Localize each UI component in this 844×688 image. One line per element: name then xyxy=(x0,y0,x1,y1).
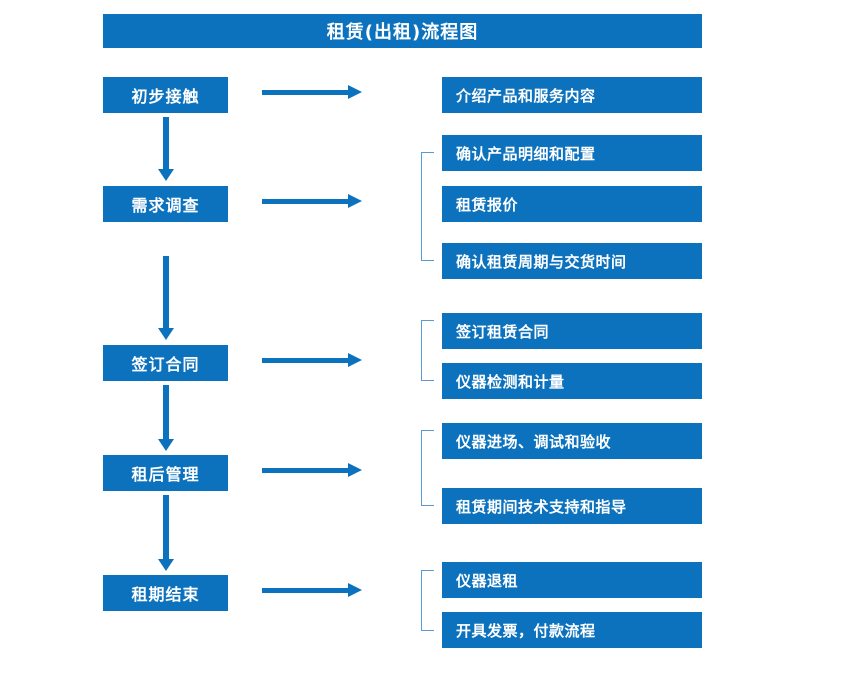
detail-box-2-3[interactable]: 确认租赁周期与交货时间 xyxy=(442,243,702,279)
detail-box-3-1[interactable]: 签订租赁合同 xyxy=(442,313,702,349)
arrow-shaft xyxy=(262,588,350,593)
arrow-head xyxy=(348,583,362,597)
stage-arrow-right-1 xyxy=(262,85,362,99)
stage-arrow-down-1 xyxy=(158,117,174,181)
arrow-head xyxy=(348,85,362,99)
stage-arrow-right-2 xyxy=(262,194,362,208)
detail-box-2-2[interactable]: 租赁报价 xyxy=(442,186,702,222)
stage-arrow-down-2 xyxy=(158,256,174,340)
detail-box-5-2[interactable]: 开具发票，付款流程 xyxy=(442,612,702,648)
arrow-shaft xyxy=(262,199,350,204)
stage-arrow-right-3 xyxy=(262,353,362,367)
arrow-head xyxy=(158,328,174,340)
group-bracket-4 xyxy=(421,430,434,506)
stage-box-2[interactable]: 需求调查 xyxy=(103,186,228,222)
detail-box-5-1[interactable]: 仪器退租 xyxy=(442,562,702,598)
arrow-head xyxy=(348,463,362,477)
stage-arrow-right-4 xyxy=(262,463,362,477)
stage-arrow-down-3 xyxy=(158,385,174,451)
group-bracket-2 xyxy=(421,152,434,261)
detail-box-3-2[interactable]: 仪器检测和计量 xyxy=(442,363,702,399)
arrow-shaft xyxy=(163,117,169,169)
arrow-shaft xyxy=(163,495,169,559)
detail-box-4-2[interactable]: 租赁期间技术支持和指导 xyxy=(442,488,702,524)
stage-arrow-right-5 xyxy=(262,583,362,597)
arrow-shaft xyxy=(163,385,169,439)
arrow-head xyxy=(158,559,174,571)
arrow-head xyxy=(348,194,362,208)
arrow-head xyxy=(158,439,174,451)
detail-box-1-1[interactable]: 介绍产品和服务内容 xyxy=(442,77,702,113)
stage-box-3[interactable]: 签订合同 xyxy=(103,345,228,381)
stage-box-4[interactable]: 租后管理 xyxy=(103,455,228,491)
group-bracket-3 xyxy=(421,320,434,381)
arrow-shaft xyxy=(262,468,350,473)
stage-box-5[interactable]: 租期结束 xyxy=(103,575,228,611)
arrow-head xyxy=(158,169,174,181)
stage-box-1[interactable]: 初步接触 xyxy=(103,77,228,113)
arrow-shaft xyxy=(262,90,350,95)
diagram-title: 租赁(出租)流程图 xyxy=(103,14,702,48)
arrow-shaft xyxy=(262,358,350,363)
arrow-shaft xyxy=(163,256,169,328)
group-bracket-5 xyxy=(421,570,434,631)
arrow-head xyxy=(348,353,362,367)
detail-box-4-1[interactable]: 仪器进场、调试和验收 xyxy=(442,423,702,459)
stage-arrow-down-4 xyxy=(158,495,174,571)
detail-box-2-1[interactable]: 确认产品明细和配置 xyxy=(442,135,702,171)
